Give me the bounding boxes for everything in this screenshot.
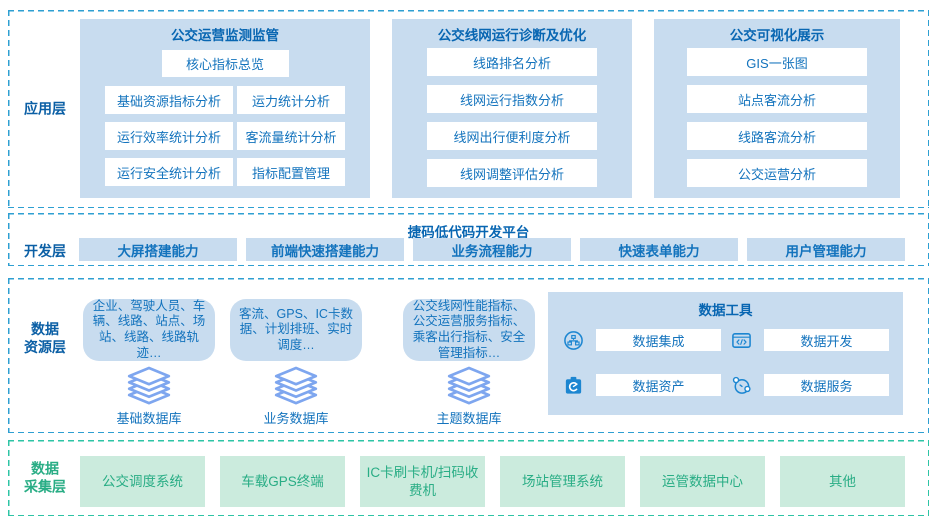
data-tools-title: 数据工具 — [698, 303, 753, 318]
panel-title: 公交运营监测监管 — [171, 28, 279, 43]
module-box: GIS一张图 — [687, 48, 867, 76]
panel-title: 公交线网运行诊断及优化 — [437, 28, 587, 43]
data-tools-panel: 数据工具 数据集成 — [548, 292, 903, 415]
module-box: 指标配置管理 — [237, 158, 345, 186]
data-service-icon — [731, 375, 752, 396]
module-list: GIS一张图 站点客流分析 线路客流分析 公交运营分析 — [654, 48, 900, 196]
module-grid: 基础资源指标分析 运力统计分析 运行效率统计分析 客流量统计分析 运行安全统计分… — [80, 86, 370, 186]
source-system-box: IC卡刷卡机/扫码收费机 — [360, 456, 485, 507]
tool-box: 数据资产 — [596, 374, 721, 396]
module-box: 核心指标总览 — [161, 50, 289, 77]
panel-visualization: 公交可视化展示 GIS一张图 站点客流分析 线路客流分析 公交运营分析 — [654, 19, 900, 198]
data-resource-layer-label: 数据 资源层 — [24, 321, 66, 355]
tool-box: 数据服务 — [764, 374, 889, 396]
development-layer-label: 开发层 — [24, 243, 66, 259]
dev-capability-box: 用户管理能力 — [747, 238, 905, 261]
dev-capability-box: 快速表单能力 — [580, 238, 738, 261]
database-name: 主题数据库 — [436, 411, 502, 426]
tool-box: 数据集成 — [596, 329, 721, 351]
database-group-business: 客流、GPS、IC卡数据、计划排班、实时调度… 业务数据库 — [230, 299, 362, 427]
data-asset-icon — [563, 375, 584, 396]
application-layer-section: 应用层 公交运营监测监管 核心指标总览 基础资源指标分析 运力统计分析 运行效率… — [8, 10, 929, 208]
tool-cell: 数据资产 — [563, 374, 721, 396]
database-group-basic: 企业、驾驶人员、车辆、线路、站点、场站、线路、线路轨迹… 基础数据库 — [83, 299, 215, 427]
tool-cell: 数据开发 — [731, 329, 889, 351]
database-stack-icon — [274, 366, 318, 405]
database-stack-icon — [447, 366, 491, 405]
panel-network-diagnosis: 公交线网运行诊断及优化 线路排名分析 线网运行指数分析 线网出行便利度分析 线网… — [392, 19, 632, 198]
module-box: 运力统计分析 — [237, 86, 345, 114]
module-box: 线网运行指数分析 — [427, 85, 597, 113]
data-collection-layer-section: 数据 采集层 公交调度系统 车载GPS终端 IC卡刷卡机/扫码收费机 场站管理系… — [8, 440, 929, 516]
application-panels: 公交运营监测监管 核心指标总览 基础资源指标分析 运力统计分析 运行效率统计分析… — [80, 19, 900, 198]
database-name: 基础数据库 — [116, 411, 182, 426]
application-layer-label: 应用层 — [24, 100, 66, 117]
development-layer-section: 开发层 捷码低代码开发平台 大屏搭建能力 前端快速搭建能力 业务流程能力 快速表… — [8, 213, 929, 266]
database-name: 业务数据库 — [263, 411, 329, 426]
source-system-box: 其他 — [780, 456, 905, 507]
database-group-subject: 公交线网性能指标、公交运营服务指标、乘客出行指标、安全管理指标… 主题数据库 — [403, 299, 535, 427]
module-box: 运行安全统计分析 — [105, 158, 233, 186]
data-sources-bubble: 客流、GPS、IC卡数据、计划排班、实时调度… — [230, 299, 362, 361]
module-box: 基础资源指标分析 — [105, 86, 233, 114]
source-system-box: 运管数据中心 — [640, 456, 765, 507]
data-collection-layer-label: 数据 采集层 — [24, 460, 66, 495]
dev-capabilities-row: 大屏搭建能力 前端快速搭建能力 业务流程能力 快速表单能力 用户管理能力 — [79, 238, 905, 261]
module-list: 线路排名分析 线网运行指数分析 线网出行便利度分析 线网调整评估分析 — [392, 48, 632, 196]
module-box: 线网出行便利度分析 — [427, 122, 597, 150]
data-sources-bubble: 公交线网性能指标、公交运营服务指标、乘客出行指标、安全管理指标… — [403, 299, 535, 361]
module-box: 运行效率统计分析 — [105, 122, 233, 150]
source-system-box: 公交调度系统 — [80, 456, 205, 507]
database-stack-icon — [127, 366, 171, 405]
tool-cell: 数据服务 — [731, 374, 889, 396]
module-box: 客流量统计分析 — [237, 122, 345, 150]
module-box: 公交运营分析 — [687, 159, 867, 187]
data-integration-icon — [563, 330, 584, 351]
data-sources-bubble: 企业、驾驶人员、车辆、线路、站点、场站、线路、线路轨迹… — [83, 299, 215, 361]
source-system-box: 场站管理系统 — [500, 456, 625, 507]
source-system-box: 车载GPS终端 — [220, 456, 345, 507]
module-box: 线路客流分析 — [687, 122, 867, 150]
panel-title: 公交可视化展示 — [729, 28, 825, 43]
dev-capability-box: 前端快速搭建能力 — [246, 238, 404, 261]
tool-cell: 数据集成 — [563, 329, 721, 351]
tool-box: 数据开发 — [764, 329, 889, 351]
data-development-icon — [731, 330, 752, 351]
module-box: 线网调整评估分析 — [427, 159, 597, 187]
source-systems-row: 公交调度系统 车载GPS终端 IC卡刷卡机/扫码收费机 场站管理系统 运管数据中… — [80, 456, 905, 507]
panel-operation-monitoring: 公交运营监测监管 核心指标总览 基础资源指标分析 运力统计分析 运行效率统计分析… — [80, 19, 370, 198]
dev-capability-box: 大屏搭建能力 — [79, 238, 237, 261]
dev-capability-box: 业务流程能力 — [413, 238, 571, 261]
module-box: 站点客流分析 — [687, 85, 867, 113]
data-resource-layer-section: 数据 资源层 企业、驾驶人员、车辆、线路、站点、场站、线路、线路轨迹… 基础数据… — [8, 278, 929, 433]
lowcode-platform-title: 捷码低代码开发平台 — [407, 225, 530, 240]
module-box: 线路排名分析 — [427, 48, 597, 76]
